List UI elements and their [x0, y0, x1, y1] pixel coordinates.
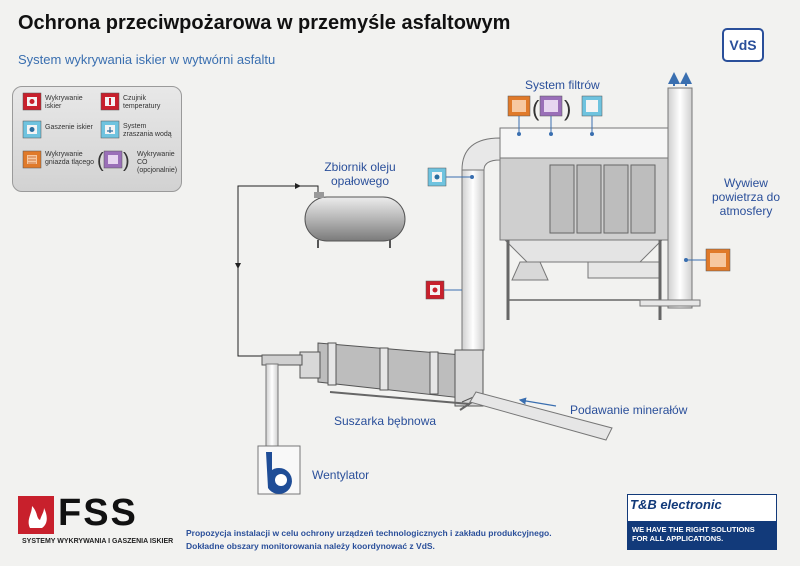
legend-label-temperature: Czujnik temperatury: [123, 95, 161, 110]
fuel-oil-tank: [304, 192, 406, 248]
legend-label-extinguishing: Gaszenie iskier: [45, 124, 93, 131]
svg-text:(: (: [97, 150, 104, 172]
svg-text:(: (: [532, 96, 540, 121]
legend-icons: ( ): [22, 92, 130, 172]
sensor-filter-sprinkler: [581, 95, 603, 136]
sensor-duct-extinguisher: [427, 167, 474, 187]
tb-slogan: WE HAVE THE RIGHT SOLUTIONS FOR ALL APPL…: [628, 521, 776, 549]
drum-dryer-label: Suszarka bębnowa: [334, 414, 437, 428]
flame-icon: [18, 496, 54, 534]
fan-label: Wentylator: [312, 468, 370, 482]
page-subtitle: System wykrywania iskier w wytwórni asfa…: [18, 52, 276, 67]
sensor-chimney-smoldering: [684, 248, 731, 272]
legend-label-sprinkler: System zraszania wodą: [123, 123, 172, 138]
exhaust-label: Wywiew powietrza do atmosfery: [711, 176, 781, 218]
smoldering-detector-icon: [22, 150, 42, 169]
duct: [461, 137, 501, 351]
fuel-line: [235, 183, 319, 357]
sensor-dryer-spark-detector: [425, 280, 462, 300]
temperature-sensor-icon: [100, 92, 120, 111]
spark-extinguisher-icon: [22, 120, 42, 139]
mineral-feed-label: Podawanie minerałów: [570, 403, 688, 417]
spark-detector-icon: [22, 92, 42, 111]
tb-brand: T&B electronic: [630, 497, 722, 512]
vds-badge: VdS: [722, 28, 764, 62]
filter-house: [499, 127, 669, 320]
fuel-tank-label: Zbiornik oleju opałowego: [324, 160, 396, 188]
legend-label-smoldering: Wykrywanie gniazda tlącego: [45, 151, 95, 166]
fan: [257, 363, 301, 495]
fss-tagline: SYSTEMY WYKRYWANIA I GASZENIA ISKIER: [22, 538, 174, 545]
footer-note-1: Propozycja instalacji w celu ochrony urz…: [186, 528, 552, 538]
drum-dryer: [261, 342, 484, 411]
fss-brand: FSS: [58, 492, 138, 534]
legend: ( ) Wykrywanie iskier Czujnik temperatur…: [12, 86, 182, 192]
tb-electronic-logo: T&B electronic WE HAVE THE RIGHT SOLUTIO…: [627, 494, 777, 550]
co-detector-icon: ( ): [97, 150, 130, 172]
water-sprinkler-icon: [100, 120, 120, 139]
mineral-conveyor: [469, 391, 613, 441]
footer-note-2: Dokładne obszary monitorowania należy ko…: [186, 541, 435, 551]
filter-system-label: System filtrów: [525, 78, 600, 92]
sensor-filter-smoldering: [507, 95, 531, 136]
sensor-filter-co: ( ): [532, 95, 571, 136]
legend-label-spark-detection: Wykrywanie iskier: [45, 95, 83, 110]
exhaust-chimney: [639, 72, 701, 309]
svg-text:): ): [564, 96, 571, 121]
fss-logo: FSS: [18, 492, 168, 554]
page-title: Ochrona przeciwpożarowa w przemyśle asfa…: [18, 12, 511, 34]
legend-label-co: Wykrywanie CO (opcjonalnie): [137, 151, 178, 174]
svg-text:): ): [123, 150, 130, 172]
